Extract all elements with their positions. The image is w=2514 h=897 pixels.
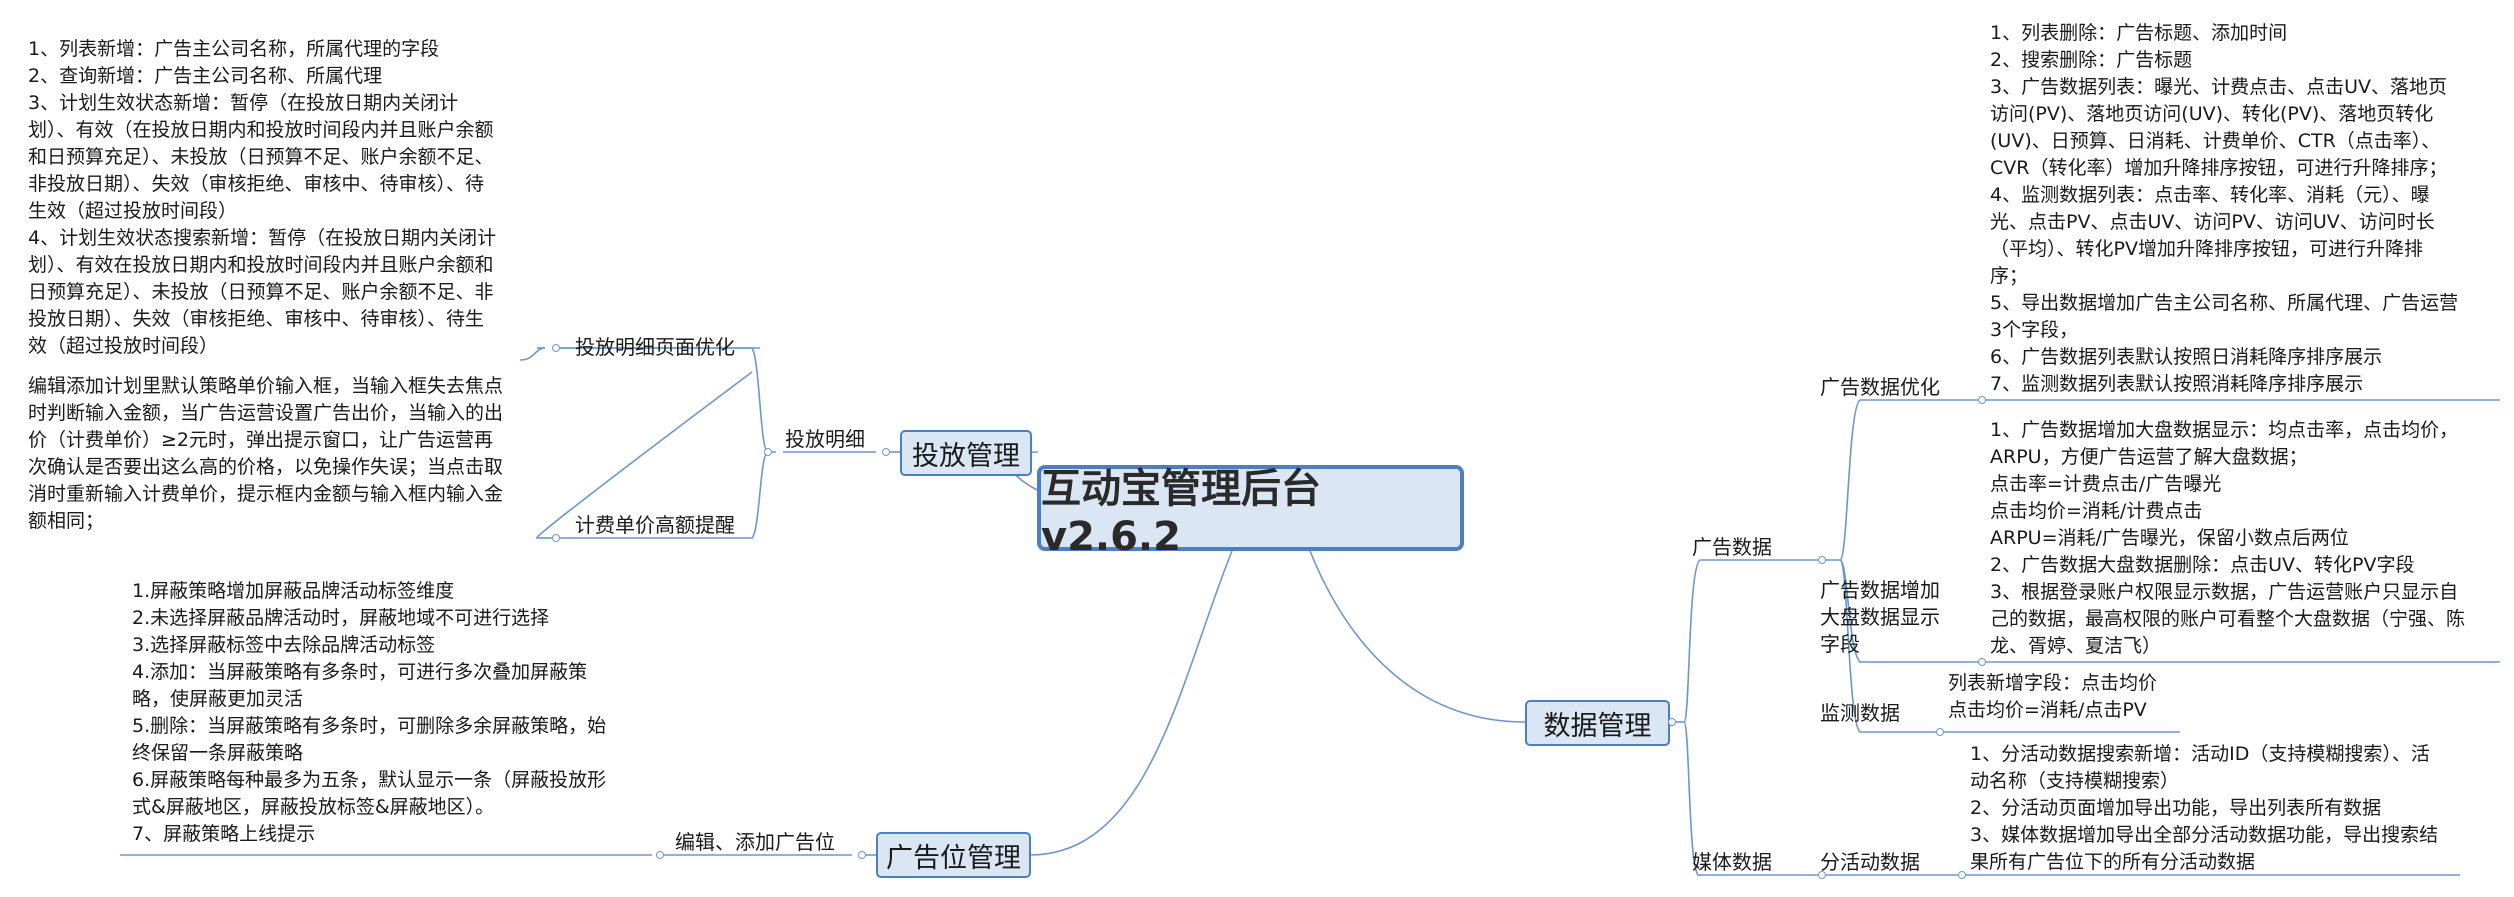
- collapse-marker[interactable]: [858, 851, 866, 859]
- note-ad-data-optimize: 1、列表删除：广告标题、添加时间 2、搜索删除：广告标题 3、广告数据列表：曝光…: [1990, 22, 2459, 395]
- note-ad-data-dashboard: 1、广告数据增加大盘数据显示：均点击率，点击均价， ARPU，方便广告运营了解大…: [1990, 419, 2466, 657]
- collapse-marker[interactable]: [764, 448, 772, 456]
- topic-data-management-label: 数据管理: [1543, 710, 1652, 742]
- node-monitor-data[interactable]: 监测数据: [1820, 701, 1900, 725]
- collapse-marker[interactable]: [882, 448, 890, 456]
- root-topic-label: 互动宝管理后台v2.6.2: [1041, 466, 1321, 560]
- topic-data-management[interactable]: 数据管理: [1525, 700, 1670, 746]
- topic-delivery-management-label: 投放管理: [912, 440, 1020, 472]
- collapse-marker[interactable]: [1818, 871, 1826, 879]
- node-delivery-detail[interactable]: 投放明细: [785, 427, 865, 451]
- topic-adslot-management[interactable]: 广告位管理: [876, 832, 1031, 878]
- collapse-marker[interactable]: [1958, 871, 1966, 879]
- collapse-marker[interactable]: [552, 344, 560, 352]
- collapse-marker[interactable]: [656, 851, 664, 859]
- node-delivery-detail-page-opt[interactable]: 投放明细页面优化: [575, 335, 735, 359]
- note-edit-adslot: 1.屏蔽策略增加屏蔽品牌活动标签维度 2.未选择屏蔽品牌活动时，屏蔽地域不可进行…: [132, 580, 607, 845]
- node-ad-data[interactable]: 广告数据: [1692, 535, 1772, 559]
- collapse-marker[interactable]: [552, 534, 560, 542]
- note-activity-data: 1、分活动数据搜索新增：活动ID（支持模糊搜索）、活 动名称（支持模糊搜索） 2…: [1970, 743, 2439, 873]
- note-monitor-data: 列表新增字段：点击均价 点击均价=消耗/点击PV: [1948, 672, 2158, 721]
- note-price-alert: 编辑添加计划里默认策略单价输入框，当输入框失去焦点 时判断输入金额，当广告运营设…: [28, 375, 504, 532]
- node-ad-data-dashboard[interactable]: 广告数据增加 大盘数据显示 字段: [1820, 578, 1940, 656]
- root-topic[interactable]: 互动宝管理后台v2.6.2: [1037, 465, 1464, 560]
- note-delivery-detail-page-opt: 1、列表新增：广告主公司名称，所属代理的字段 2、查询新增：广告主公司名称、所属…: [28, 38, 497, 357]
- node-activity-data[interactable]: 分活动数据: [1820, 850, 1920, 874]
- node-price-alert[interactable]: 计费单价高额提醒: [575, 513, 735, 537]
- node-ad-data-optimize[interactable]: 广告数据优化: [1820, 375, 1940, 399]
- collapse-marker[interactable]: [1978, 396, 1986, 404]
- collapse-marker[interactable]: [1668, 718, 1676, 726]
- collapse-marker[interactable]: [1818, 556, 1826, 564]
- collapse-marker[interactable]: [1936, 728, 1944, 736]
- topic-adslot-management-label: 广告位管理: [886, 842, 1021, 874]
- collapse-marker[interactable]: [1978, 658, 1986, 666]
- node-edit-adslot[interactable]: 编辑、添加广告位: [675, 830, 835, 854]
- topic-delivery-management[interactable]: 投放管理: [900, 430, 1032, 476]
- node-media-data[interactable]: 媒体数据: [1692, 850, 1772, 874]
